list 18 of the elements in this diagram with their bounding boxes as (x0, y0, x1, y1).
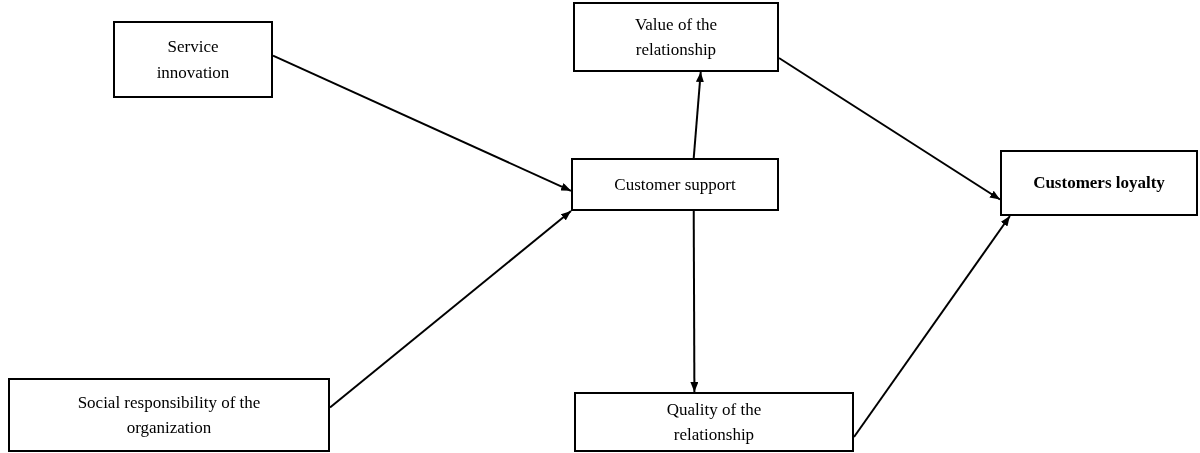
box-label: Customer support (614, 173, 736, 196)
box-label: Customers loyalty (1033, 172, 1165, 195)
process-box (8, 378, 330, 452)
process-box (1000, 150, 1198, 216)
arrow (690, 210, 699, 393)
arrow (329, 210, 572, 409)
process-box (574, 392, 854, 452)
arrow (853, 215, 1011, 438)
process-box (573, 2, 779, 72)
box-label: Social responsibility of the organization (76, 391, 262, 439)
arrow (272, 54, 572, 192)
process-box (113, 21, 273, 98)
arrow (778, 57, 1001, 201)
process-box (571, 158, 779, 211)
box-label: Value of the relationship (633, 13, 719, 61)
box-label: Service innovation (155, 36, 231, 84)
arrow (692, 71, 704, 159)
box-label: Quality of the relationship (665, 398, 763, 446)
